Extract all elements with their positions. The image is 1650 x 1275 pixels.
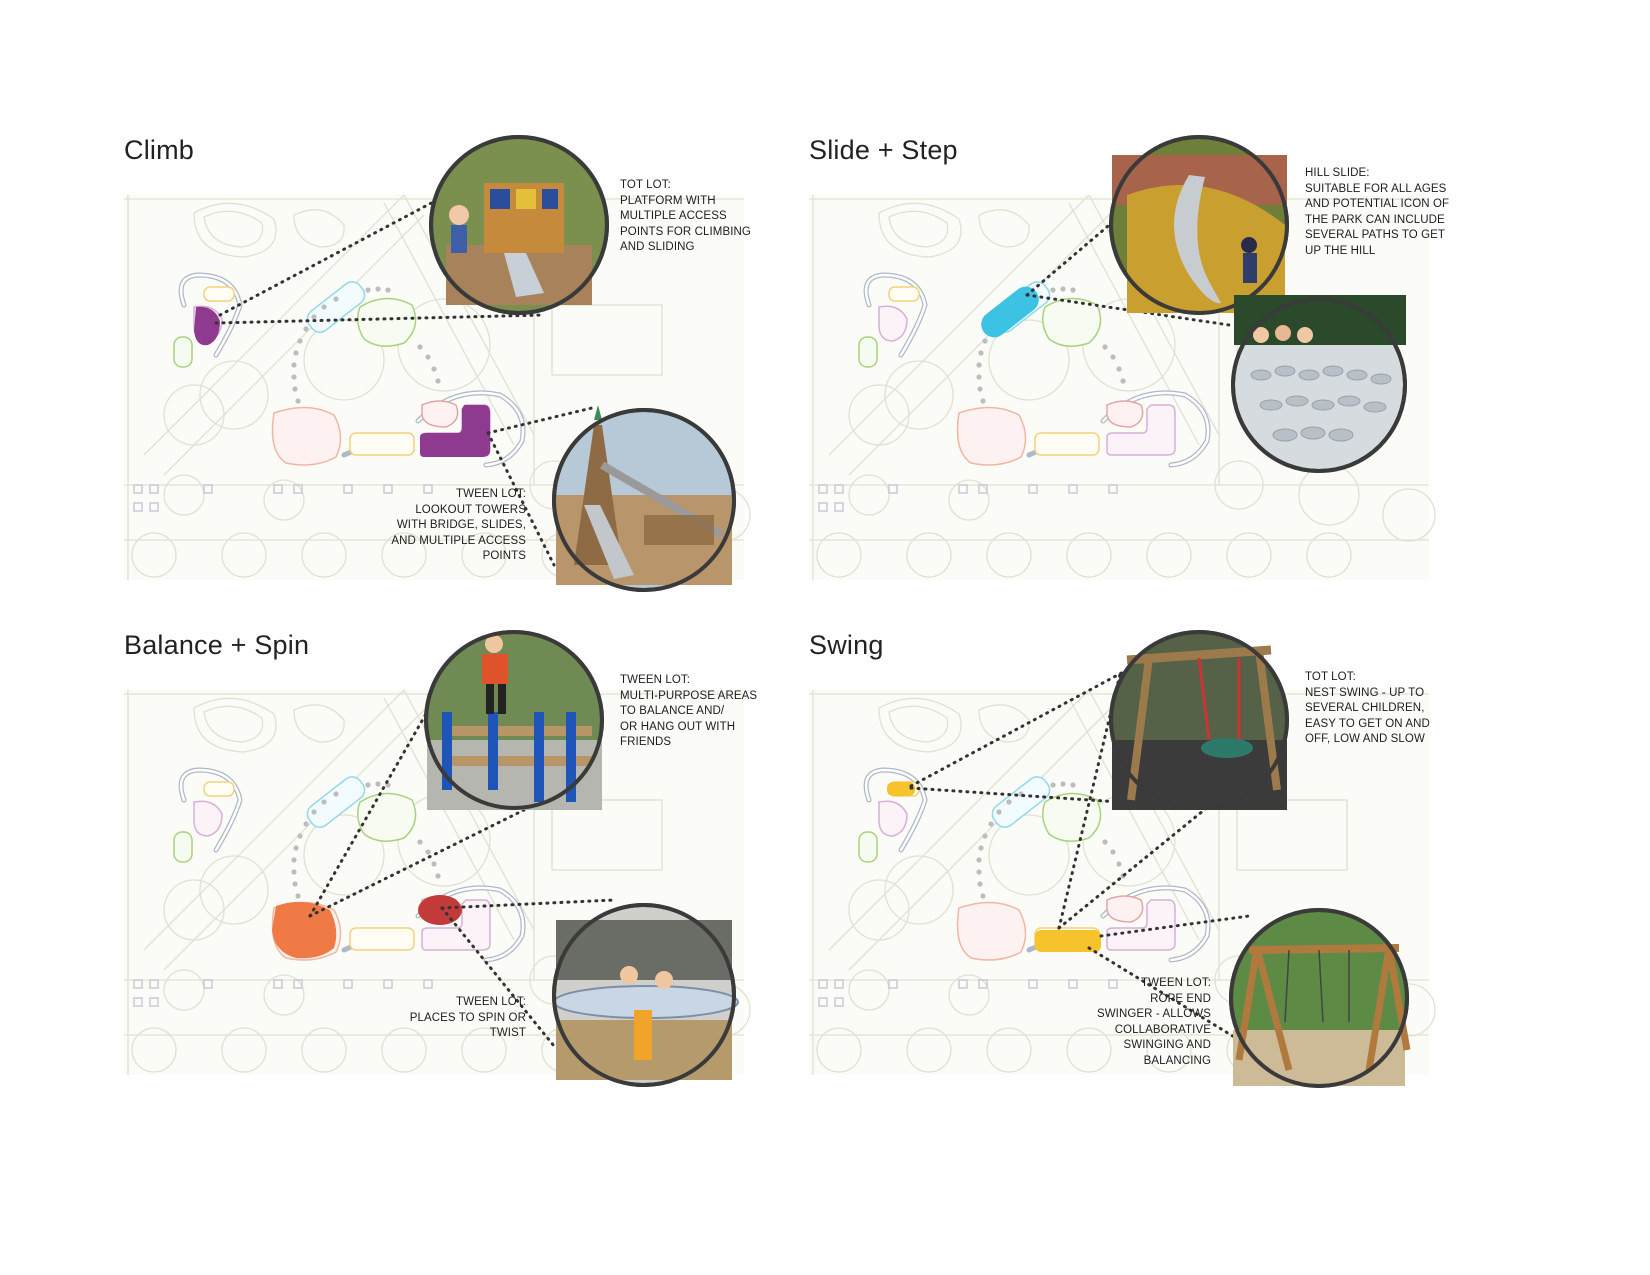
highlight-tot-lot-platform bbox=[194, 306, 220, 346]
panel-swing: Swing bbox=[809, 630, 1529, 1190]
site-plan bbox=[809, 135, 1529, 695]
panel-climb: Climb bbox=[124, 135, 844, 695]
panel-title: Climb bbox=[124, 135, 195, 165]
site-plan bbox=[809, 630, 1529, 1088]
panel-title: Swing bbox=[809, 630, 884, 660]
highlight-spin-area bbox=[418, 895, 462, 925]
tween-lot-lookout-tower-photo bbox=[552, 405, 736, 592]
site-plan bbox=[124, 630, 844, 1087]
highlight-balance-area bbox=[272, 901, 337, 959]
balance-beam-photo bbox=[424, 630, 604, 810]
highlight-tween-lot-towers bbox=[420, 405, 490, 457]
hill-slide-photo bbox=[1109, 135, 1289, 315]
panel-title: Slide + Step bbox=[809, 135, 958, 165]
panel-balance-spin: Balance + Spin bbox=[124, 630, 844, 1190]
highlight-hill-slide bbox=[981, 286, 1039, 338]
highlight-nest-swing bbox=[887, 782, 915, 796]
rope-end-swinger-photo bbox=[1229, 908, 1411, 1088]
highlight-rope-end-swinger bbox=[1035, 930, 1101, 952]
tot-lot-climbing-platform-photo bbox=[429, 135, 609, 315]
spinning-dish-photo bbox=[552, 903, 739, 1087]
stepping-posts-photo bbox=[1231, 295, 1407, 473]
nest-swing-photo bbox=[1109, 630, 1289, 810]
panel-slide-step: Slide + Step bbox=[809, 135, 1529, 695]
site-plan bbox=[124, 135, 844, 592]
panel-title: Balance + Spin bbox=[124, 630, 310, 660]
